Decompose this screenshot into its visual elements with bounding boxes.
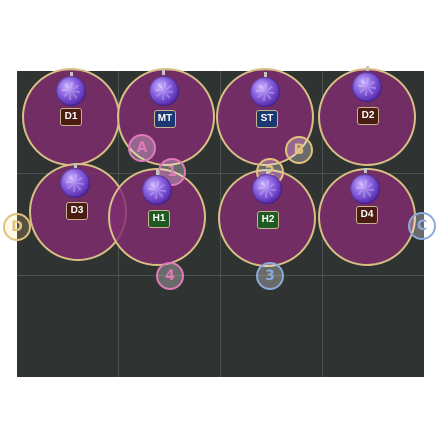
crystal-orb-icon bbox=[56, 76, 86, 106]
waymark-4: 4 bbox=[156, 262, 184, 290]
waymark-3: 3 bbox=[256, 262, 284, 290]
orb-tick bbox=[162, 70, 165, 75]
player-badge-st[interactable]: ST bbox=[256, 110, 278, 128]
orb-tick bbox=[364, 168, 367, 173]
player-badge-d2[interactable]: D2 bbox=[357, 107, 379, 125]
waymark-d: D bbox=[3, 213, 31, 241]
crystal-orb-icon bbox=[350, 174, 380, 204]
player-badge-d4[interactable]: D4 bbox=[356, 206, 378, 224]
orb-tick bbox=[266, 169, 269, 174]
grid-line bbox=[17, 275, 424, 276]
player-badge-d1[interactable]: D1 bbox=[60, 108, 82, 126]
orb-tick bbox=[366, 66, 369, 71]
crystal-orb-icon bbox=[142, 175, 172, 205]
orb-tick bbox=[156, 170, 159, 175]
orb-tick bbox=[74, 163, 77, 168]
player-badge-h1[interactable]: H1 bbox=[148, 210, 170, 228]
orb-tick bbox=[70, 72, 73, 77]
grid-line bbox=[17, 173, 424, 174]
waymark-a: A bbox=[128, 134, 156, 162]
crystal-orb-icon bbox=[149, 76, 179, 106]
player-badge-mt[interactable]: MT bbox=[154, 110, 176, 128]
waymark-b: B bbox=[285, 136, 313, 164]
player-badge-d3[interactable]: D3 bbox=[66, 202, 88, 220]
crystal-orb-icon bbox=[352, 72, 382, 102]
player-badge-h2[interactable]: H2 bbox=[257, 211, 279, 229]
crystal-orb-icon bbox=[250, 77, 280, 107]
orb-tick bbox=[264, 72, 267, 77]
crystal-orb-icon bbox=[252, 174, 282, 204]
crystal-orb-icon bbox=[60, 168, 90, 198]
waymark-c: C bbox=[408, 212, 436, 240]
